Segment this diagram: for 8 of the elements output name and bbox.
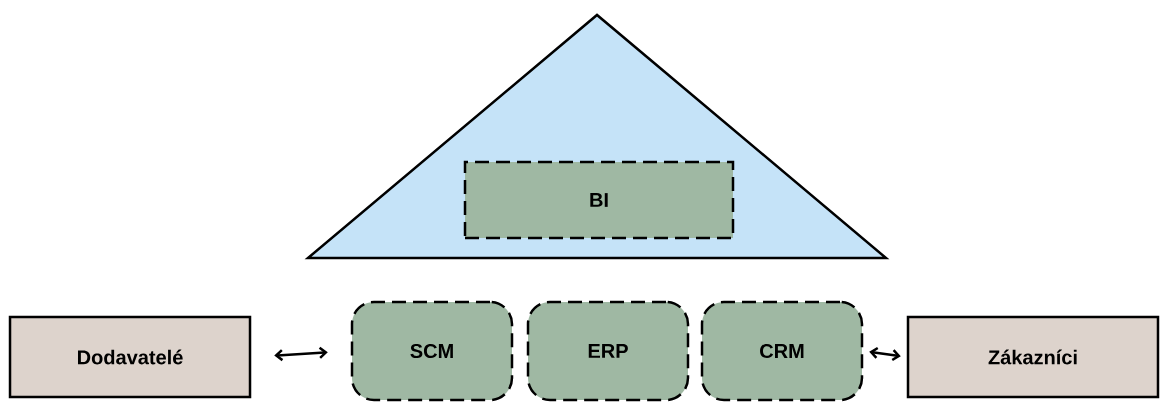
system-box: ERP	[526, 300, 690, 402]
dashed-box: BI	[463, 160, 735, 240]
arrow	[274, 346, 328, 362]
arrow	[869, 346, 901, 362]
entity-box: Zákazníci	[906, 315, 1160, 399]
entity-box: Dodavatelé	[8, 315, 252, 399]
system-box: CRM	[700, 300, 864, 402]
system-box: SCM	[350, 300, 514, 402]
